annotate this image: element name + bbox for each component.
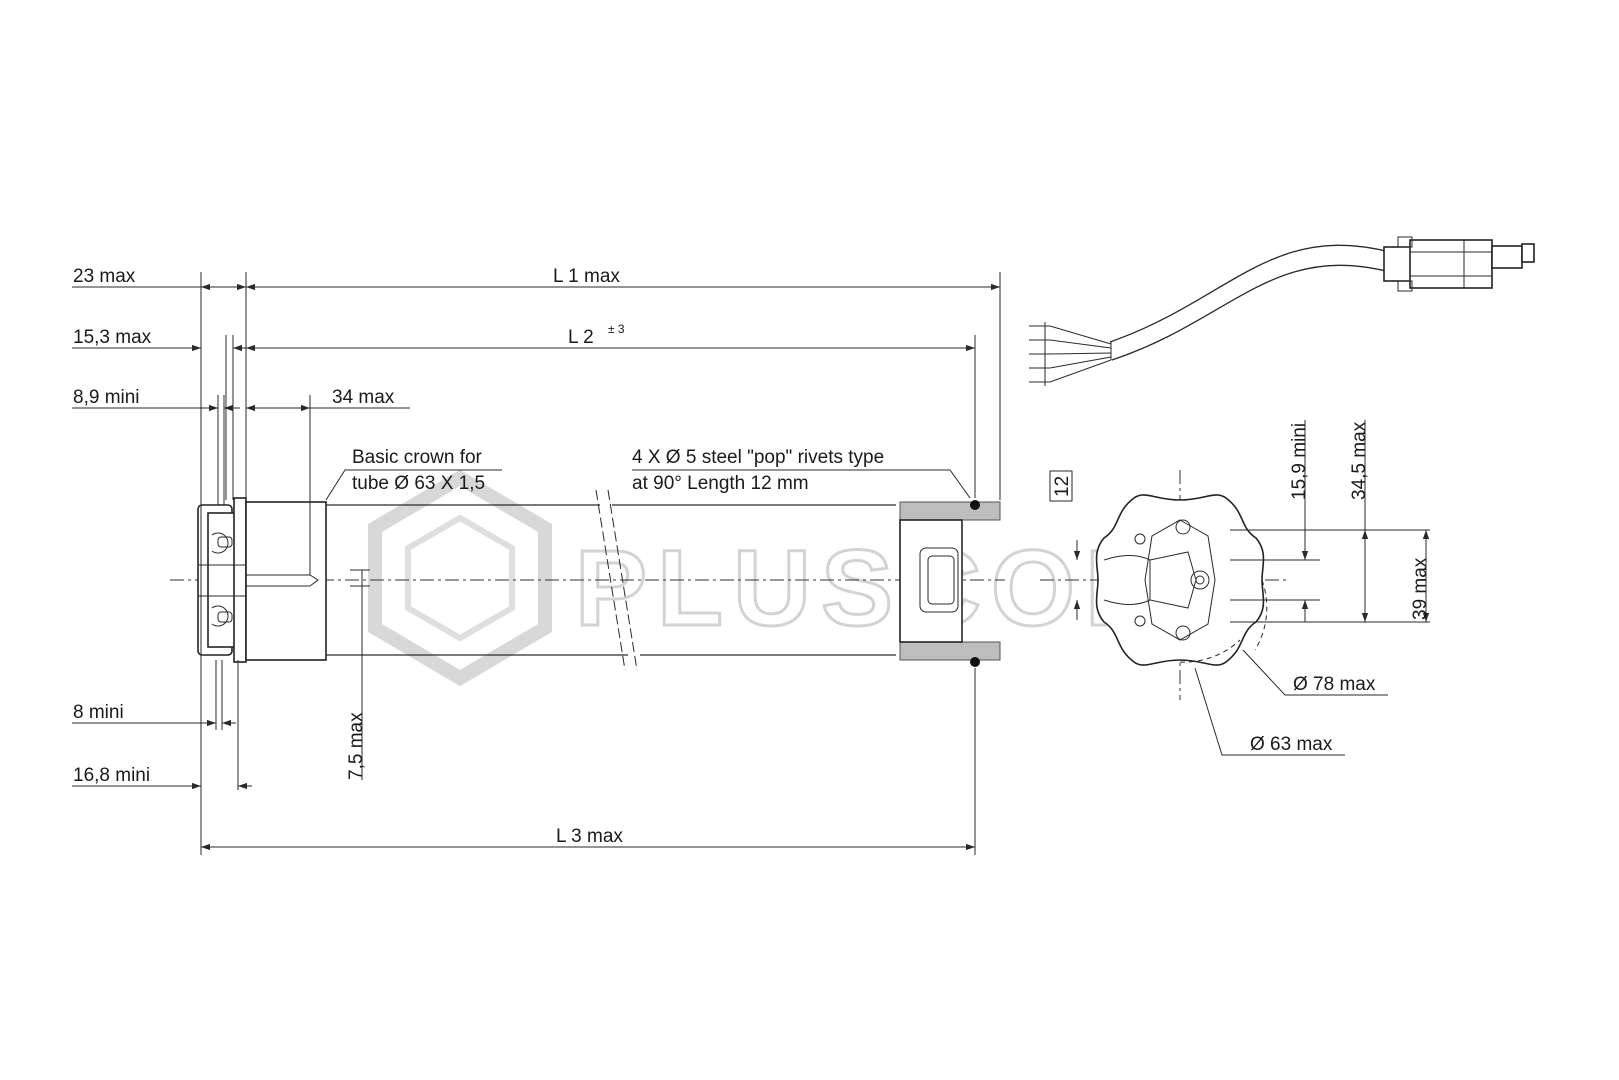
rivets-note-line1: 4 X Ø 5 steel "pop" rivets type bbox=[632, 447, 884, 468]
motor-head bbox=[197, 497, 247, 663]
dim-8-mini: 8 mini bbox=[73, 702, 124, 723]
plug-connector bbox=[1383, 236, 1535, 292]
dim-16-8-mini: 16,8 mini bbox=[73, 765, 150, 786]
dim-23-max: 23 max bbox=[73, 266, 136, 287]
dim-39-max: 39 max bbox=[1410, 557, 1431, 620]
dim-diameter-63-max: Ø 63 max bbox=[1250, 734, 1333, 755]
end-view bbox=[1040, 420, 1430, 756]
note-labels: Basic crown for tube Ø 63 X 1,5 4 X Ø 5 … bbox=[352, 447, 884, 494]
dim-34-max: 34 max bbox=[332, 387, 395, 408]
dim-8-9-mini: 8,9 mini bbox=[73, 387, 140, 408]
motor-tube bbox=[326, 489, 896, 671]
dim-l3-max: L 3 max bbox=[556, 826, 623, 847]
rivets-note-line2: at 90° Length 12 mm bbox=[632, 473, 809, 494]
leader-lines bbox=[325, 469, 971, 501]
dim-12: 12 bbox=[1052, 476, 1073, 497]
dim-7-5-max: 7,5 max bbox=[346, 712, 367, 780]
dim-15-3-max: 15,3 max bbox=[73, 327, 152, 348]
dim-l2-tolerance: ± 3 bbox=[608, 322, 625, 336]
rivet-top bbox=[970, 500, 980, 510]
dim-diameter-78-max: Ø 78 max bbox=[1293, 674, 1376, 695]
crown-note-line2: tube Ø 63 X 1,5 bbox=[352, 473, 485, 494]
dim-34-5-max: 34,5 max bbox=[1349, 421, 1370, 500]
dimension-labels: 23 max 15,3 max 8,9 mini 34 max 8 mini 1… bbox=[73, 266, 1431, 847]
dim-l2: L 2 bbox=[568, 327, 594, 348]
watermark-logo: PLUSCOM bbox=[368, 469, 1185, 687]
dim-12-box: 12 bbox=[1049, 470, 1073, 502]
wire-ends bbox=[1029, 322, 1112, 386]
left-dimensions bbox=[72, 272, 410, 855]
dim-l1-max: L 1 max bbox=[553, 266, 620, 287]
cable-assembly bbox=[1029, 236, 1535, 386]
length-dimensions bbox=[201, 272, 1001, 855]
dim-15-9-mini: 15,9 mini bbox=[1289, 423, 1310, 500]
crown-note-line1: Basic crown for bbox=[352, 447, 483, 468]
rivet-bottom bbox=[970, 657, 980, 667]
adapter-ring bbox=[899, 500, 1001, 667]
hexagon-logo-icon bbox=[368, 469, 552, 687]
watermark-text: PLUSCOM bbox=[575, 527, 1185, 648]
crown bbox=[245, 501, 327, 661]
